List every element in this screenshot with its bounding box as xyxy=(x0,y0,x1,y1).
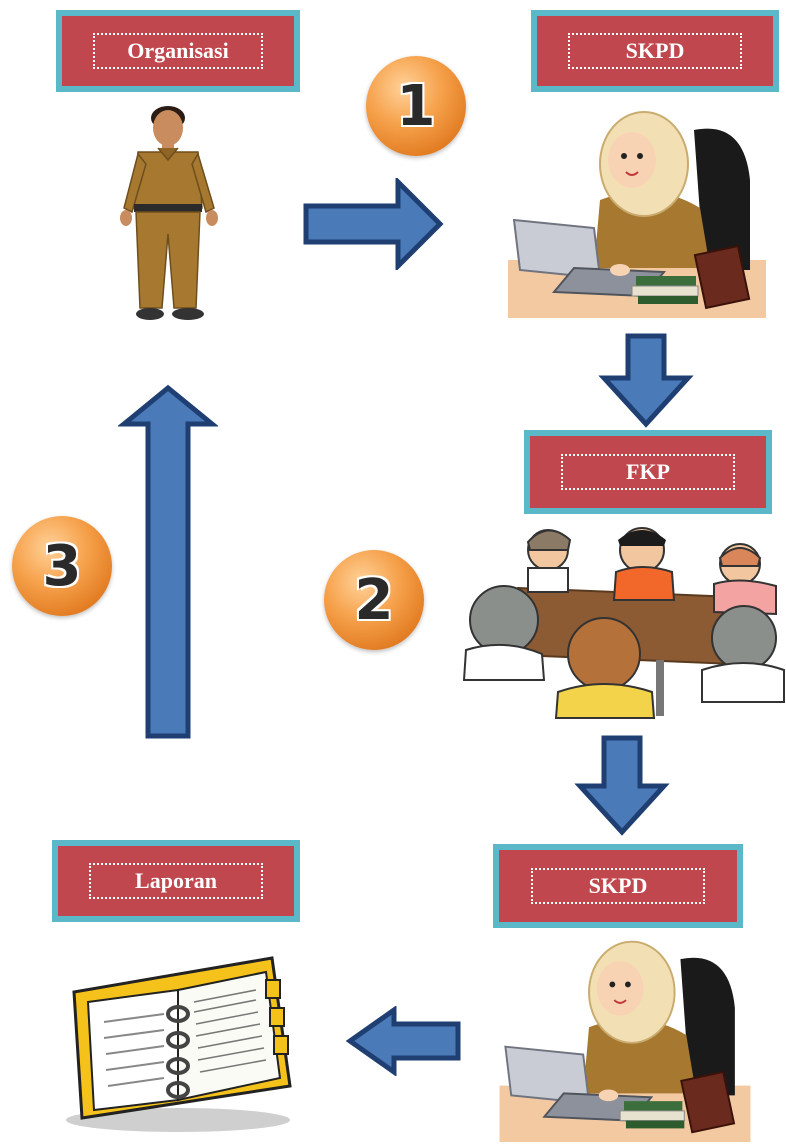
fkp-label-box: FKP xyxy=(524,430,772,514)
arrow-down-icon xyxy=(574,735,670,836)
skpd-top-label: SKPD xyxy=(568,32,742,70)
step-number-1: 1 xyxy=(396,73,436,139)
step-badge-2: 2 xyxy=(324,550,424,650)
step-badge-1: 1 xyxy=(366,56,466,156)
woman-at-laptop-icon xyxy=(499,940,751,1142)
arrow-down-icon xyxy=(598,333,694,428)
officer-figure-icon xyxy=(120,106,218,320)
skpd-top-label-box: SKPD xyxy=(531,10,779,92)
arrow-right-icon xyxy=(303,178,444,270)
fkp-label: FKP xyxy=(561,453,735,491)
step-badge-3: 3 xyxy=(12,516,112,616)
arrow-left-icon xyxy=(345,1006,461,1076)
skpd-bottom-label-box: SKPD xyxy=(493,844,743,928)
laporan-label: Laporan xyxy=(89,862,263,900)
step-number-3: 3 xyxy=(42,533,82,599)
meeting-table-icon xyxy=(462,527,785,719)
skpd-bottom-label: SKPD xyxy=(531,867,705,905)
open-binder-icon xyxy=(66,956,292,1132)
woman-at-laptop-icon xyxy=(508,111,766,318)
step-number-2: 2 xyxy=(354,567,394,633)
laporan-label-box: Laporan xyxy=(52,840,300,922)
organisasi-label-box: Organisasi xyxy=(56,10,300,92)
arrow-up-icon xyxy=(118,384,218,739)
organisasi-label: Organisasi xyxy=(93,32,263,70)
